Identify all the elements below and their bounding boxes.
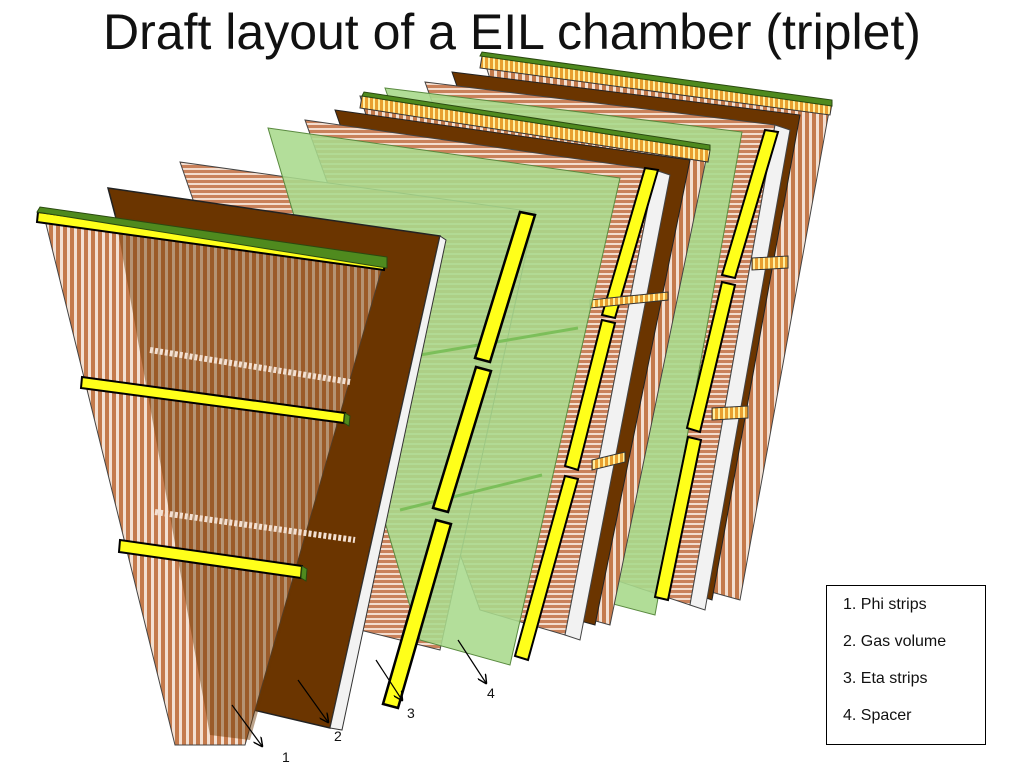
back-side-bar-2	[685, 280, 737, 434]
front-side-bar-3	[381, 518, 453, 710]
middle-mid-bar-2	[591, 451, 626, 471]
front-top-bar-cap	[36, 206, 388, 269]
back-top-bars	[479, 51, 833, 602]
front-seam-1	[149, 347, 351, 385]
front-side-bar-2	[431, 365, 493, 514]
middle-side-bar-1	[600, 166, 660, 320]
callout-arrow-4	[457, 639, 486, 683]
middle-side-bar-2	[563, 318, 617, 472]
callout-label-4: 4	[487, 685, 495, 701]
back-side-bar-1	[720, 128, 780, 280]
legend-item-phi-strips: 1. Phi strips	[843, 596, 927, 613]
callout-label-1: 1	[282, 749, 290, 765]
back-mid-bar-2	[711, 405, 749, 421]
front-side-bar-1	[473, 210, 537, 364]
front-chamber	[35, 187, 447, 746]
callout-label-2: 2	[334, 728, 342, 744]
legend-item-eta-strips: 3. Eta strips	[843, 670, 928, 687]
spacer-seam-2	[399, 473, 543, 512]
callout-label-3: 3	[407, 705, 415, 721]
middle-side-bar-3	[513, 474, 580, 662]
slide-title: Draft layout of a EIL chamber (triplet)	[103, 4, 921, 60]
callout-arrow-1	[231, 704, 262, 746]
front-mid-bar-2-cap	[300, 565, 308, 582]
back-mid-bar-1	[751, 255, 789, 271]
back-frame-edge	[689, 124, 791, 611]
front-seam-2	[154, 509, 356, 543]
front-gas-overlay	[115, 215, 382, 740]
callouts: 1 2 3 4	[231, 639, 495, 765]
back-top-bar-cap	[479, 51, 833, 107]
front-frame-edge	[329, 235, 447, 731]
back-side-bar-3	[653, 435, 703, 602]
legend-item-spacer: 4. Spacer	[843, 707, 912, 724]
front-mid-bar-1-cap	[343, 412, 351, 427]
legend-box: 1. Phi strips 2. Gas volume 3. Eta strip…	[826, 585, 986, 745]
callout-arrow-2	[297, 679, 328, 722]
middle-top-bar-cap	[361, 91, 711, 151]
callout-arrow-3	[375, 659, 402, 700]
middle-frame-edge	[564, 169, 671, 641]
legend-item-gas-volume: 2. Gas volume	[843, 633, 947, 650]
spacer-seam-1	[419, 326, 579, 357]
